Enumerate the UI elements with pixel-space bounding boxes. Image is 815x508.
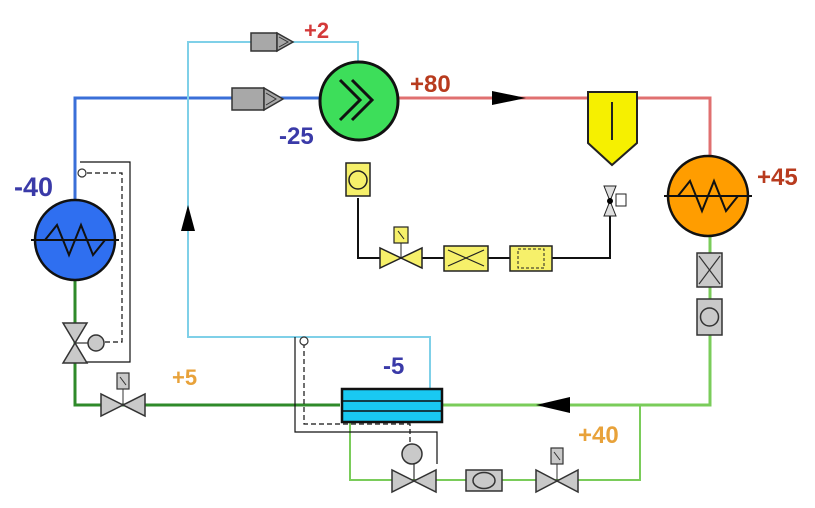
compressor-icon — [318, 60, 400, 142]
label-suction-superheat: +2 — [304, 18, 329, 43]
label-suction: -25 — [279, 123, 314, 150]
oil-solenoid-valve-icon — [379, 226, 423, 270]
suction-filter-icon — [231, 86, 285, 112]
label-evaporator: -40 — [14, 172, 53, 202]
liquid-line-subcooled — [73, 276, 340, 407]
oil-filter-icon — [443, 245, 489, 272]
oil-check-valve-icon — [603, 185, 627, 217]
economizer-solenoid-valve-icon — [535, 447, 579, 494]
liquid-line — [442, 236, 712, 407]
label-liquid: +40 — [578, 422, 619, 449]
evaporator-sensing-bulb-icon — [77, 168, 87, 178]
economizer-sensing-line — [303, 343, 411, 453]
flow-arrow-economizer-vapor — [181, 205, 195, 231]
economizer-equalizer-line — [294, 337, 438, 464]
condenser-icon — [664, 154, 752, 238]
oil-separator-icon — [587, 91, 638, 167]
flow-arrow-discharge — [492, 91, 526, 105]
economizer-vapor-line — [187, 41, 431, 392]
liquid-solenoid-valve-icon — [100, 372, 146, 418]
evaporator-sensing-line — [87, 172, 123, 343]
economizer-sight-glass-icon — [465, 469, 503, 492]
oil-dryer-icon — [509, 245, 553, 272]
oil-sight-glass-icon — [345, 162, 371, 197]
flow-arrow-liquid — [536, 397, 570, 413]
label-economizer: -5 — [383, 353, 404, 380]
label-liquid-subcooled: +5 — [172, 365, 197, 390]
economizer-heat-exchanger-icon — [340, 387, 444, 424]
evaporator-equalizer-line — [75, 161, 131, 363]
evaporator-expansion-valve-icon — [61, 322, 105, 364]
discharge-line — [398, 96, 712, 156]
economizer-port-filter-icon — [250, 31, 295, 53]
liquid-sight-glass-icon — [696, 298, 723, 336]
economizer-sensing-bulb-icon — [299, 336, 309, 346]
label-condenser: +45 — [757, 164, 798, 191]
economizer-expansion-valve-icon — [391, 443, 437, 494]
filter-drier-icon — [696, 252, 723, 288]
label-discharge: +80 — [410, 71, 451, 98]
evaporator-icon — [31, 198, 119, 282]
